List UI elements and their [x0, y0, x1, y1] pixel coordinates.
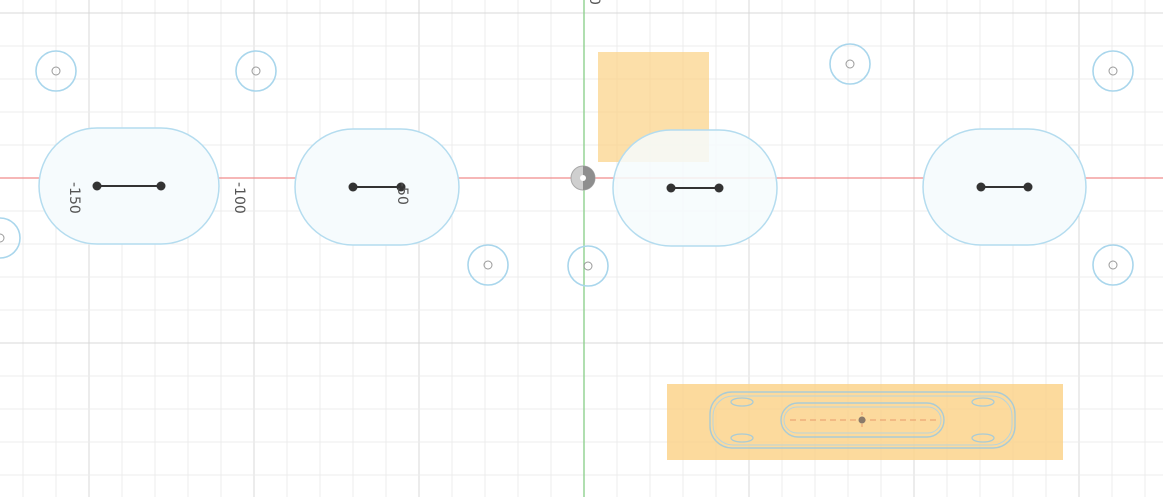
slot-endpoint[interactable] [1023, 182, 1033, 192]
axis-label-neg100: -100 [231, 182, 247, 214]
hole-outline[interactable] [467, 244, 509, 286]
origin-icon[interactable] [570, 165, 596, 191]
hole-center-point[interactable] [1108, 66, 1118, 76]
hole-marker[interactable] [467, 244, 509, 286]
slot-endpoint[interactable] [976, 182, 986, 192]
slot-endpoint[interactable] [156, 181, 166, 191]
hole-outline[interactable] [0, 217, 21, 259]
hole-outline[interactable] [1092, 50, 1134, 92]
hole-center-point[interactable] [0, 233, 5, 243]
hole-marker[interactable] [1092, 50, 1134, 92]
hole-center-point[interactable] [583, 261, 593, 271]
slot-endpoint[interactable] [396, 182, 406, 192]
slot-endpoint[interactable] [92, 181, 102, 191]
hole-marker[interactable] [35, 50, 77, 92]
axis-label-zero: 0 [586, 0, 602, 5]
hole-marker[interactable] [829, 43, 871, 85]
hole-center-point[interactable] [483, 260, 493, 270]
hole-outline[interactable] [567, 245, 609, 287]
slot-endpoint[interactable] [714, 183, 724, 193]
slot-1[interactable] [38, 127, 220, 245]
hole-center-point[interactable] [1108, 260, 1118, 270]
hole-center-point[interactable] [51, 66, 61, 76]
hole-outline[interactable] [235, 50, 277, 92]
hole-outline[interactable] [1092, 244, 1134, 286]
hole-marker[interactable] [0, 217, 21, 259]
axis-label-neg150: -150 [66, 182, 82, 214]
part-preview-thumbnail-icon[interactable] [667, 384, 1063, 460]
hole-center-point[interactable] [251, 66, 261, 76]
slot-endpoint[interactable] [666, 183, 676, 193]
hole-outline[interactable] [35, 50, 77, 92]
hole-group [0, 43, 1134, 287]
slot-3[interactable] [612, 129, 778, 247]
slot-2[interactable] [294, 128, 460, 246]
axis-label-neg50: -50 [394, 182, 410, 205]
slot-endpoint[interactable] [348, 182, 358, 192]
hole-marker[interactable] [235, 50, 277, 92]
hole-center-point[interactable] [845, 59, 855, 69]
slot-4[interactable] [922, 128, 1087, 246]
hole-marker[interactable] [1092, 244, 1134, 286]
hole-outline[interactable] [829, 43, 871, 85]
hole-marker[interactable] [567, 245, 609, 287]
